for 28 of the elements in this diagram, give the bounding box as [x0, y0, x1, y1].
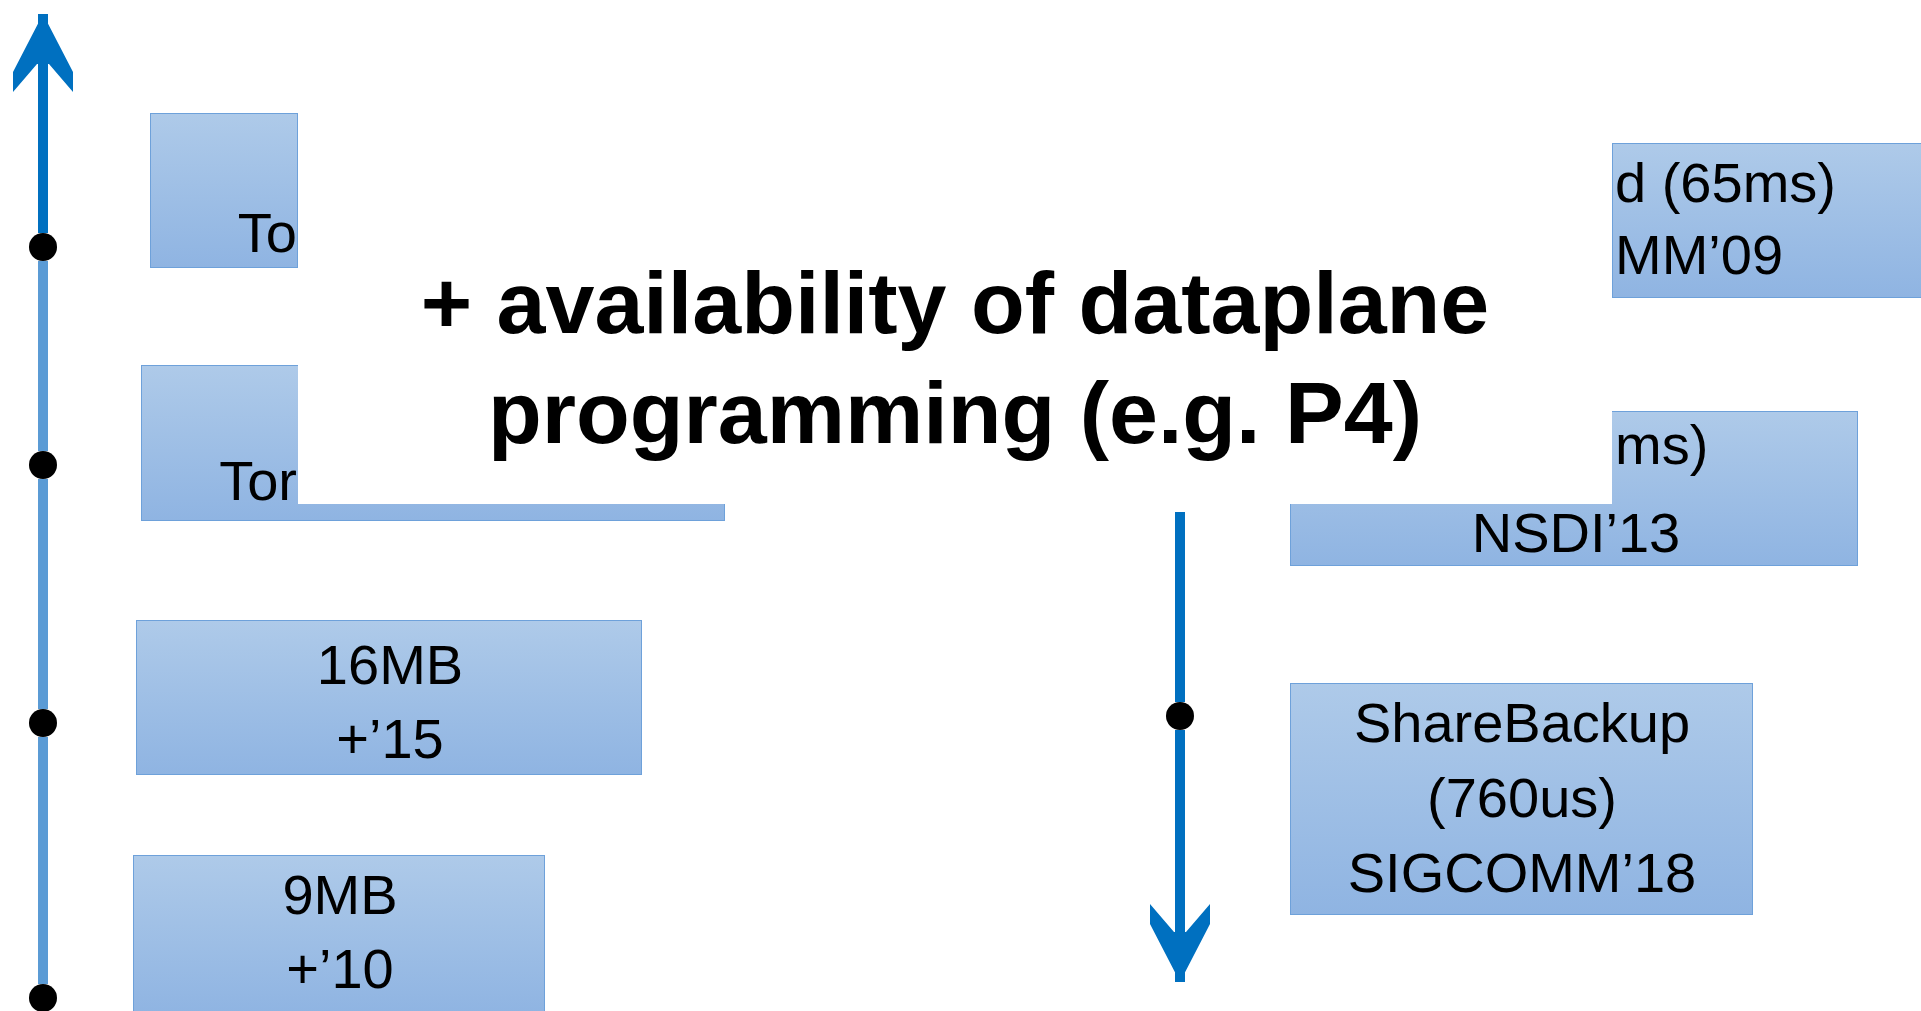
- box-heading: 16MB: [316, 633, 464, 697]
- timeline-box: [133, 855, 545, 1011]
- timeline-box: [150, 113, 298, 268]
- timeline-line: [38, 479, 48, 709]
- box-text: NSDI’13: [1471, 501, 1681, 565]
- timeline-box: [136, 620, 642, 775]
- box-text: (760us): [1427, 766, 1617, 830]
- timeline-box: [1290, 683, 1753, 915]
- box-text: SIGCOMM’18: [1347, 841, 1697, 905]
- timeline-dot: [29, 451, 57, 479]
- timeline-dot: [1166, 702, 1194, 730]
- box-heading: ms): [1615, 413, 1709, 477]
- box-text: +’10: [286, 937, 394, 1001]
- timeline-dot: [29, 709, 57, 737]
- box-text: +’15: [336, 707, 444, 771]
- box-heading: 9MB: [282, 863, 398, 927]
- box-heading: To: [237, 201, 297, 265]
- box-heading: ShareBackup: [1353, 691, 1691, 755]
- timeline-line: [1175, 512, 1185, 702]
- timeline-box: [1612, 143, 1921, 298]
- timeline-line: [38, 261, 48, 451]
- timeline-line: [38, 737, 48, 984]
- timeline-dot: [29, 233, 57, 261]
- timeline-dot: [29, 984, 57, 1011]
- box-text: MM’09: [1615, 223, 1784, 287]
- overlay-heading: + availability of dataplane programming (e.g. P4): [419, 252, 1491, 464]
- box-heading: d (65ms): [1615, 151, 1836, 215]
- box-heading: Tor: [219, 449, 297, 513]
